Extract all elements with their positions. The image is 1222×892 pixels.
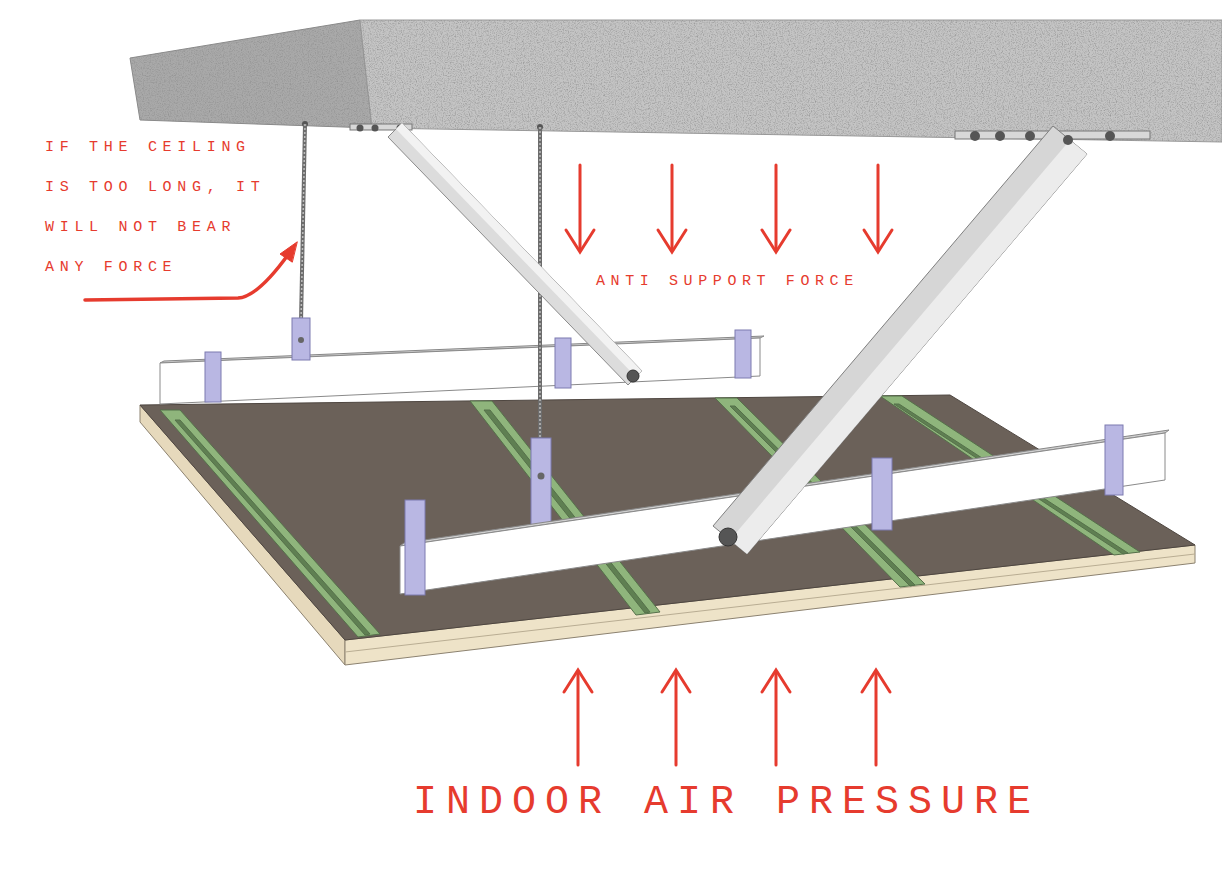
force-arrows xyxy=(564,165,892,765)
up-arrow xyxy=(775,672,778,765)
bolt xyxy=(719,528,737,546)
furring-channel xyxy=(470,401,660,615)
hanger-clip xyxy=(531,438,551,528)
down-arrow xyxy=(671,165,674,250)
furring-channel xyxy=(160,410,380,637)
bolt xyxy=(372,125,379,132)
bolt xyxy=(995,131,1005,141)
down-arrow xyxy=(579,165,582,250)
hanger-clip xyxy=(872,458,892,530)
arrow-head xyxy=(762,230,790,252)
slab-texture xyxy=(130,20,372,128)
slab-end xyxy=(130,20,372,128)
bolt xyxy=(970,131,980,141)
arrow-head xyxy=(564,670,592,692)
up-arrow xyxy=(875,672,878,765)
hanger-clip xyxy=(1105,425,1123,495)
brace-face xyxy=(388,123,642,385)
down-arrow xyxy=(775,165,778,250)
bolt xyxy=(357,125,364,132)
arrow-head xyxy=(566,230,594,252)
hanger-clip xyxy=(555,338,571,388)
hanger-rod xyxy=(301,124,305,322)
arrow-head xyxy=(864,230,892,252)
down-arrow xyxy=(877,165,880,250)
arrow-head xyxy=(762,670,790,692)
ceiling-panel xyxy=(140,395,1195,665)
panel-top xyxy=(140,395,1195,640)
slab-texture xyxy=(360,20,1222,142)
hanger-rods xyxy=(292,124,551,528)
anchor-plates xyxy=(302,121,1150,141)
arrow-head xyxy=(280,242,297,262)
hanger-clip xyxy=(205,352,221,402)
arrow-head xyxy=(862,670,890,692)
bolt xyxy=(538,473,545,480)
brace-highlight xyxy=(396,123,642,377)
hanger-clip xyxy=(292,318,310,360)
furring-channel xyxy=(175,420,370,635)
bolt xyxy=(1063,135,1073,145)
brace-face xyxy=(713,126,1087,554)
bolt xyxy=(298,337,304,343)
bolt xyxy=(1105,131,1115,141)
brace-highlight xyxy=(730,140,1087,554)
hanger-clip xyxy=(405,500,425,595)
concrete-slab xyxy=(130,20,1222,142)
force-label: INDOOR AIR PRESSURE xyxy=(413,783,1040,823)
runner-face xyxy=(160,338,760,404)
diagonal-brace xyxy=(388,123,642,385)
diagonal-brace xyxy=(713,126,1087,554)
note-label: IF THE CEILING IS TOO LONG, IT WILL NOT … xyxy=(45,128,280,288)
rod-thread xyxy=(301,124,305,322)
arrow-head xyxy=(658,230,686,252)
arrow-head xyxy=(662,670,690,692)
hanger-clip xyxy=(735,330,751,378)
up-arrow xyxy=(577,672,580,765)
up-arrow xyxy=(675,672,678,765)
force-label: ANTI SUPPORT FORCE xyxy=(596,274,859,289)
main-runner xyxy=(160,330,764,404)
bolt xyxy=(1025,131,1035,141)
bolt xyxy=(627,370,639,382)
slab-face xyxy=(360,20,1222,142)
